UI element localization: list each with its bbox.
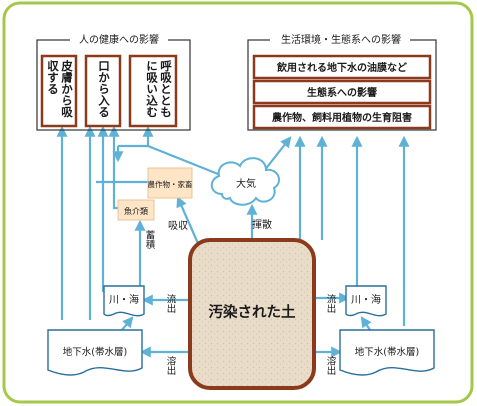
label-outflow-right: 流出 <box>325 293 337 314</box>
env-item-1: 飲用される地下水の油膜など <box>276 61 407 74</box>
groundwater-right-label: 地下水(帯水層) <box>355 346 419 358</box>
env-item-1-box <box>252 54 432 80</box>
label-accumulate: 蓄積 <box>144 229 156 250</box>
env-item-3-box <box>252 104 432 130</box>
crops-label: 農作物・家畜 <box>148 179 193 189</box>
label-leach-right: 溶出 <box>325 355 337 376</box>
river-right-box <box>345 285 387 317</box>
label-leach-left: 溶出 <box>165 355 177 376</box>
route-box-skin <box>40 54 78 128</box>
arrow-soil-crops <box>176 195 202 249</box>
crops-box <box>147 167 193 199</box>
route-box-mouth <box>84 54 122 128</box>
environment-title-bg <box>270 32 410 46</box>
environment-title: 生活環境・生態系への影響 <box>281 33 401 46</box>
label-scatter: 揮散 <box>252 218 272 231</box>
fish-label: 魚介類 <box>124 206 148 216</box>
groundwater-right-box <box>339 329 435 376</box>
groundwater-left-label: 地下水(帯水層) <box>63 346 127 358</box>
arrow-gw-river-right <box>360 316 372 331</box>
river-left-box <box>103 285 145 317</box>
arrows <box>56 125 410 358</box>
river-right-label: 川・海 <box>351 293 381 306</box>
contaminated-soil-label: 汚染された土 <box>209 303 296 321</box>
route-breathe-label: 呼吸とともに吸い込む <box>145 60 173 118</box>
groundwater-left-box <box>47 329 143 376</box>
label-absorb: 吸収 <box>168 220 188 232</box>
label-outflow-left: 流出 <box>165 293 177 314</box>
atmosphere-label: 大気 <box>236 177 256 190</box>
env-item-2: 生態系への影響 <box>307 86 377 99</box>
arrow-gw-river-left <box>121 316 134 331</box>
fish-box <box>117 199 155 221</box>
contaminated-soil-box <box>188 238 316 390</box>
env-item-3: 農作物、飼料用植物の生育阻害 <box>272 111 412 124</box>
health-title: 人の健康への影響 <box>79 33 159 46</box>
health-title-bg <box>70 32 168 46</box>
route-skin-label: 皮膚から吸収する <box>46 60 74 118</box>
env-item-2-box <box>252 79 432 105</box>
atmosphere-cloud <box>210 157 281 206</box>
route-mouth-label: 口から入る <box>97 60 111 118</box>
river-left-label: 川・海 <box>109 293 139 306</box>
route-box-breathe <box>128 54 178 128</box>
